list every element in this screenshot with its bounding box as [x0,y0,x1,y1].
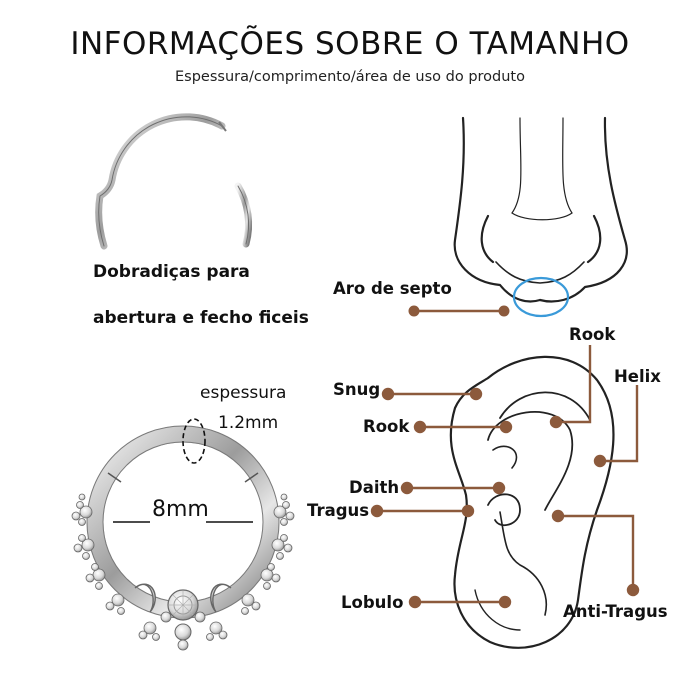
label-daith: Daith [349,478,400,497]
page-title: INFORMAÇÕES SOBRE O TAMANHO [70,26,630,62]
open-hinge-ring [95,113,253,250]
pointer-daith [400,481,506,495]
thickness-marker [182,418,206,464]
label-lobulo: Lobulo [341,593,404,612]
nose-illustration [453,116,628,303]
label-helix: Helix [614,367,661,386]
pointer-helix [593,385,639,468]
hinge-caption-line1: Dobradiças para [93,262,250,282]
pointer-rook [413,420,513,434]
thickness-value: 1.2mm [218,413,279,433]
pointer-lobulo [408,595,512,609]
ear-pointers [370,345,640,609]
clicker-ring-product [71,418,295,651]
septum-ring-marker [512,276,570,318]
pointer-rook-top [549,345,592,429]
label-tragus: Tragus [307,501,370,520]
label-anti-tragus: Anti-Tragus [563,602,668,621]
label-rook: Rook [363,417,410,436]
diameter-value: 8mm [152,497,209,522]
pointer-tragus [370,504,475,518]
page-subtitle: Espessura/comprimento/área de uso do pro… [175,69,525,85]
thickness-label: espessura [200,383,287,403]
label-septum: Aro de septo [333,279,452,298]
pointer-anti-tragus [551,509,640,597]
label-snug: Snug [333,380,381,399]
septum-pointer [408,305,510,317]
label-rook-top: Rook [569,325,616,344]
hinge-caption-line2: abertura e fecho ficeis [93,308,309,328]
pointer-snug [381,387,483,401]
ear-illustration [449,355,615,649]
